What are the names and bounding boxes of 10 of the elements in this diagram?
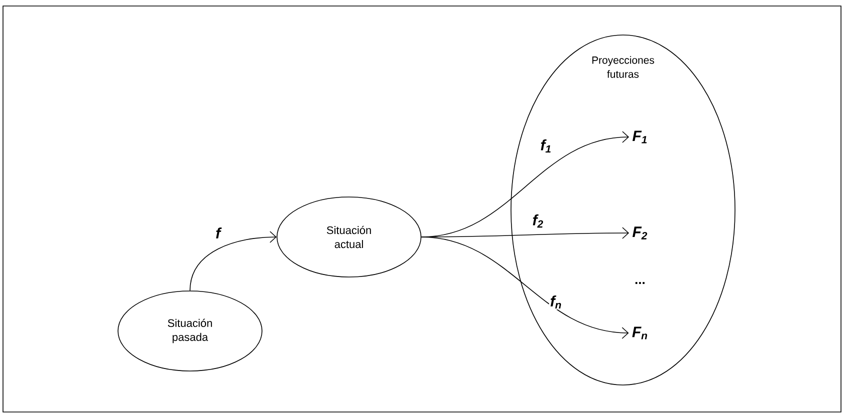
edge-label: f$_{n}$ xyxy=(549,294,563,310)
arrow xyxy=(421,236,629,339)
result-label: F$_{n}$ xyxy=(632,326,648,340)
arrow xyxy=(190,231,277,291)
result-label: F$_{2}$ xyxy=(632,226,648,240)
ellipsis: ... xyxy=(635,282,645,284)
edge-label: f$_{2}$ xyxy=(531,213,545,229)
edge-label: f xyxy=(214,226,222,240)
result-label: F$_{1}$ xyxy=(632,130,647,144)
edge-label: f$_{1}$ xyxy=(539,138,553,154)
